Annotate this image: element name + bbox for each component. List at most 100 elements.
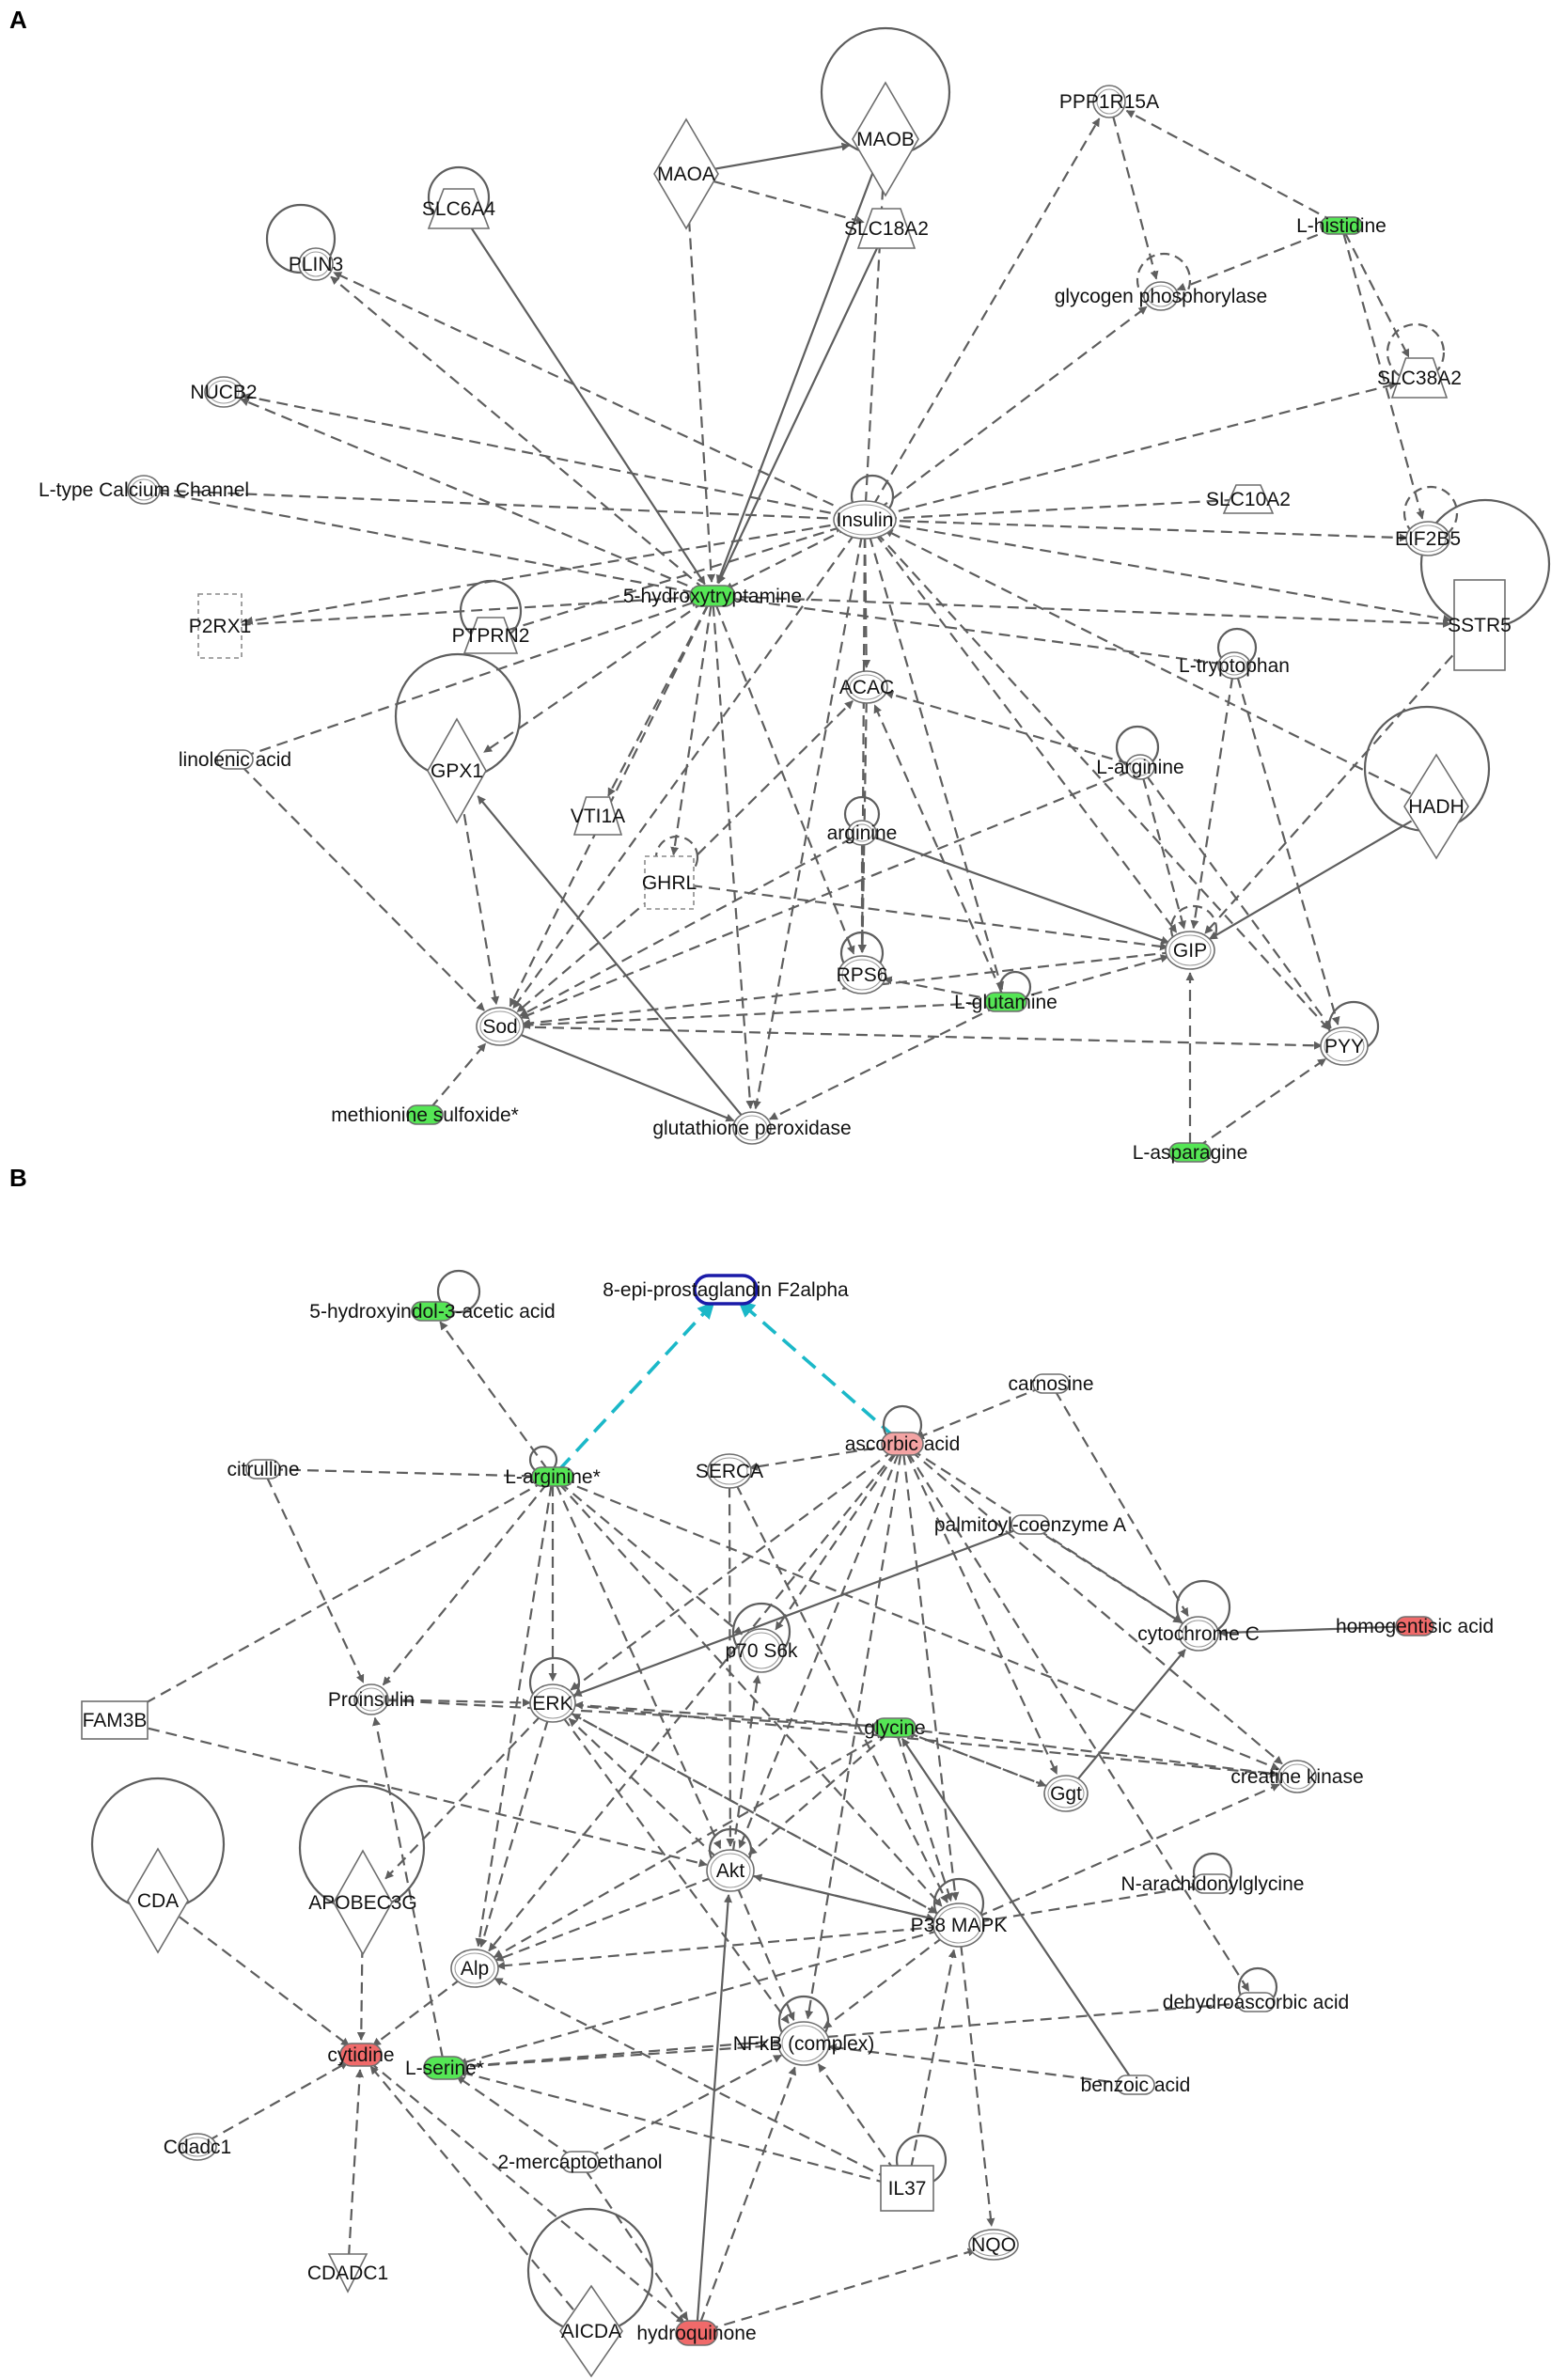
panel-a-node-pyy[interactable]: PYY (1320, 1026, 1369, 1066)
panel-a-node-label-plin3: PLIN3 (289, 254, 343, 275)
panel-a-node-slc6a4[interactable]: SLC6A4 (422, 188, 496, 229)
panel-b-edge-l-arginine-to-creatine-kinase (559, 1479, 1280, 1771)
panel-b-edge-glycine-to-alp (494, 1730, 888, 1959)
panel-a-node-slc18a2[interactable]: SLC18A2 (844, 208, 929, 249)
panel-b-edge-hydroquinone-to-nqo (706, 2247, 977, 2331)
panel-a-node-vti1a[interactable]: VTI1A (571, 796, 625, 836)
panel-a-node-glycogen-phosphorylase[interactable]: glycogen phosphorylase (1055, 281, 1268, 311)
panel-a-node-l-arginine[interactable]: L-arginine (1096, 754, 1184, 780)
panel-b-node-erk[interactable]: ERK (529, 1683, 576, 1723)
panel-a-node-label-linolenic-acid: linolenic acid (179, 749, 291, 771)
panel-b-node-p70-s6k[interactable]: p70 S6k (725, 1628, 798, 1673)
panel-a-node-plin3[interactable]: PLIN3 (289, 247, 343, 281)
panel-a-node-shape-sod-inner (479, 1010, 521, 1042)
panel-a-node-glutathione-peroxidase[interactable]: glutathione peroxidase (652, 1111, 852, 1145)
panel-b-node-akt[interactable]: Akt (706, 1849, 755, 1892)
panel-b-node-cytochrome-c[interactable]: cytochrome C (1137, 1616, 1260, 1652)
panel-a-node-eif2b5[interactable]: EIF2B5 (1395, 521, 1461, 556)
panel-b-edge-cdadc1-to-cytidine (347, 2069, 365, 2257)
panel-b-node-cda[interactable]: CDA (127, 1847, 189, 1954)
panel-a-node-methionine-sulfoxide[interactable]: methionine sulfoxide* (331, 1104, 519, 1126)
panel-a-node-slc38a2[interactable]: SLC38A2 (1377, 357, 1462, 399)
panel-b-node-creatine-kinase[interactable]: creatine kinase (1230, 1760, 1364, 1793)
panel-a-node-sod[interactable]: Sod (476, 1007, 525, 1046)
panel-b-node-citrulline[interactable]: citrulline (227, 1459, 299, 1480)
panel-a-node-gip[interactable]: GIP (1165, 931, 1215, 970)
panel-a-node-label-methionine-sulfoxide: methionine sulfoxide* (331, 1104, 519, 1126)
panel-a-node-maoa[interactable]: MAOA (653, 117, 719, 230)
panel-a-node-slc10a2[interactable]: SLC10A2 (1206, 484, 1291, 514)
panel-b-node-benzoic-acid[interactable]: benzoic acid (1081, 2075, 1191, 2096)
panel-b-node-il37[interactable]: IL37 (880, 2165, 934, 2212)
panel-a-node-ghrl[interactable]: GHRL (642, 855, 697, 910)
panel-b-node-cytidine[interactable]: cytidine (327, 2043, 395, 2067)
panel-b-node-cdadc1[interactable]: Cdadc1 (164, 2133, 231, 2161)
panel-a-node-gpx1[interactable]: GPX1 (427, 717, 487, 824)
panel-b-node-shape-serca-inner (711, 1457, 748, 1485)
panel-a-node-nucb2[interactable]: NUCB2 (190, 376, 258, 408)
panel-b-node-2-mercaptoethanol[interactable]: 2-mercaptoethanol (497, 2151, 663, 2173)
panel-b-node-l-arginine[interactable]: L-arginine* (505, 1466, 601, 1488)
panel-a-node-arginine[interactable]: arginine (827, 820, 898, 846)
panel-b-edge-benzoic-acid-to-glycine (901, 1737, 1132, 2079)
panel-b-node-nfkb-complex[interactable]: NFkB (complex) (733, 2021, 875, 2066)
panel-a-node-shape-ppp1r15a (1092, 85, 1126, 118)
panel-b-node-8-epi-prostaglandin-f2alpha[interactable]: 8-epi-prostaglandin F2alpha (603, 1274, 849, 1306)
panel-a-node-shape-glutathione-peroxidase-inner (736, 1115, 768, 1141)
panel-a-node-insulin[interactable]: Insulin (833, 500, 897, 540)
panel-b-edge-l-arginine-to-proinsulin (382, 1482, 549, 1686)
panel-a-node-l-type-calcium-channel[interactable]: L-type Calcium Channel (39, 475, 249, 505)
panel-a-node-rps6[interactable]: RPS6 (837, 955, 888, 994)
panel-a-node-linolenic-acid[interactable]: linolenic acid (179, 749, 291, 771)
panel-b-node-label-alp: Alp (461, 1958, 489, 1980)
panel-b-node-p38-mapk[interactable]: P38 MAPK (911, 1902, 1008, 1948)
panel-b-edge-l-arginine-to-p70-s6k (558, 1480, 743, 1636)
panel-b-node-nqo[interactable]: NQO (968, 2229, 1019, 2261)
panel-a-node-label-gpx1: GPX1 (431, 760, 483, 782)
panel-a-node-5-hydroxytryptamine[interactable]: 5-hydroxytryptamine (623, 585, 802, 607)
panel-a-node-label-vti1a: VTI1A (571, 806, 625, 827)
panel-a-node-p2rx1[interactable]: P2RX1 (189, 593, 252, 659)
panel-b-node-homogentisic-acid[interactable]: homogentisic acid (1336, 1616, 1494, 1637)
panel-b-node-shape-serca (707, 1453, 752, 1489)
panel-a-node-hadh[interactable]: HADH (1403, 753, 1469, 860)
panel-b-node-glycine[interactable]: glycine (864, 1717, 925, 1739)
panel-b-node-aicda[interactable]: AICDA (559, 2284, 623, 2378)
panel-b-node-n-arachidonylglycine[interactable]: N-arachidonylglycine (1121, 1873, 1305, 1895)
panel-a-node-l-histidine[interactable]: L-histidine (1296, 215, 1386, 237)
panel-b-node-shape-hydroquinone (675, 2320, 718, 2346)
panel-a-node-acac[interactable]: ACAC (839, 670, 894, 704)
panel-a-node-shape-maob (852, 81, 919, 197)
panel-b-edge-glycine-to-erk (574, 1700, 887, 1729)
panel-b-node-dehydroascorbic-acid[interactable]: dehydroascorbic acid (1163, 1992, 1349, 2013)
panel-b-node-palmitoyl-coenzyme-a[interactable]: palmitoyl-coenzyme A (934, 1514, 1126, 1536)
panel-a-node-maob[interactable]: MAOB (852, 81, 919, 197)
panel-b-node-cdadc1[interactable]: CDADC1 (307, 2253, 388, 2294)
panel-b-node-ggt[interactable]: Ggt (1043, 1775, 1089, 1812)
panel-a-node-shape-gpx1 (427, 717, 487, 824)
panel-b-node-serca[interactable]: SERCA (696, 1453, 763, 1489)
panel-a-edge-l-tryptophan-to-5-hydroxytryptamine (725, 594, 1223, 665)
panel-a-node-ppp1r15a[interactable]: PPP1R15A (1059, 85, 1159, 118)
panel-b-node-apobec3g[interactable]: APOBEC3G (308, 1849, 417, 1956)
panel-b-node-fam3b[interactable]: FAM3B (81, 1700, 149, 1740)
panel-b-node-ascorbic-acid[interactable]: ascorbic acid (845, 1432, 961, 1456)
panel-a-node-l-tryptophan[interactable]: L-tryptophan (1179, 651, 1290, 680)
panel-b-node-label-5-hydroxyindol-3-acetic-acid: 5-hydroxyindol-3-acetic acid (309, 1301, 555, 1323)
panel-b-node-alp[interactable]: Alp (450, 1949, 499, 1988)
panel-b-node-carnosine[interactable]: carnosine (1008, 1373, 1093, 1395)
panel-b-edge-p38-mapk-to-l-serine (458, 1929, 941, 2066)
panel-b-node-5-hydroxyindol-3-acetic-acid[interactable]: 5-hydroxyindol-3-acetic acid (309, 1301, 555, 1323)
panel-a-node-sstr5[interactable]: SSTR5 (1448, 579, 1512, 671)
panel-a-node-ptprn2[interactable]: PTPRN2 (452, 617, 530, 654)
panel-a-node-l-glutamine[interactable]: L-glutamine (954, 992, 1058, 1013)
panel-b-node-hydroquinone[interactable]: hydroquinone (636, 2320, 757, 2346)
panel-b-node-l-serine[interactable]: L-serine* (405, 2056, 484, 2080)
panel-b-node-shape-carnosine (1032, 1373, 1070, 1394)
panel-b-node-shape-p70-s6k-inner (742, 1632, 781, 1669)
panel-a-node-shape-insulin-inner (837, 504, 893, 536)
panel-b-node-proinsulin[interactable]: Proinsulin (328, 1683, 415, 1715)
panel-b-edge-p38-mapk-to-nqo (960, 1944, 995, 2228)
panel-a-node-l-asparagine[interactable]: L-asparagine (1133, 1142, 1248, 1164)
panel-a-node-shape-slc18a2 (856, 208, 916, 249)
